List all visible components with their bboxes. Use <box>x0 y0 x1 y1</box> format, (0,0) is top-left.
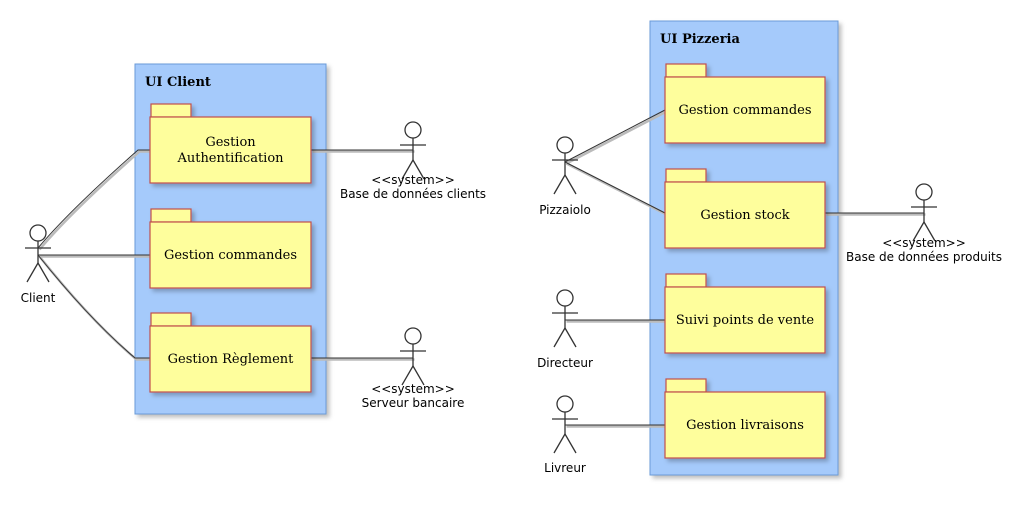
package-body <box>664 391 826 459</box>
package-tab <box>150 103 192 118</box>
actor-pizzaiolo[interactable]: Pizzaiolo <box>539 136 591 217</box>
link-line <box>564 161 666 214</box>
link-pizzaiolo-stock <box>564 161 668 216</box>
package-label: Gestion commandes <box>678 103 811 118</box>
actor-leg-left <box>26 262 39 283</box>
actor-head-icon <box>556 289 574 307</box>
package-tab <box>665 273 707 288</box>
package-label: Gestion commandes <box>164 248 297 263</box>
actor-head-icon <box>404 121 422 139</box>
actor-serveur-bancaire[interactable]: <<system>>Serveur bancaire <box>362 327 465 410</box>
actor-livreur[interactable]: Livreur <box>544 395 586 475</box>
package-label: Authentification <box>176 151 284 166</box>
package-body <box>664 181 826 249</box>
actor-leg-left <box>912 221 925 242</box>
link-client-commandes <box>38 254 152 258</box>
package-tab <box>150 312 192 327</box>
actor-bdd-clients[interactable]: <<system>>Base de données clients <box>340 121 486 201</box>
package-body <box>149 325 312 393</box>
package-label: Gestion Règlement <box>168 352 295 367</box>
actor-leg-right <box>923 221 936 242</box>
actor-head-icon <box>915 183 933 201</box>
actor-client[interactable]: Client <box>21 224 56 305</box>
package-tab <box>665 378 707 393</box>
package-label: Gestion stock <box>700 208 789 223</box>
link-pizzaiolo-commandes <box>564 109 668 165</box>
package-tab <box>665 63 707 78</box>
link-auth-bdd <box>311 149 415 153</box>
link-client-auth <box>37 149 152 251</box>
actor-leg-left <box>401 159 414 180</box>
actor-leg-right <box>564 433 577 454</box>
actor-leg-right <box>412 159 425 180</box>
actor-leg-left <box>553 433 566 454</box>
container-pizzeria-title: UI Pizzeria <box>660 32 740 47</box>
package-client-commandes[interactable]: Gestion commandes <box>149 208 312 289</box>
package-tab <box>150 208 192 223</box>
actor-leg-right <box>564 174 577 195</box>
actor-label: Directeur <box>537 356 593 370</box>
actor-label: Serveur bancaire <box>362 396 465 410</box>
package-label: Suivi points de vente <box>676 313 815 328</box>
link-client-reglement <box>37 254 152 361</box>
link-line <box>564 109 666 163</box>
link-line <box>37 149 150 249</box>
actor-label: <<system>> <box>371 382 455 396</box>
actor-label: <<system>> <box>882 236 966 250</box>
actor-label: Pizzaiolo <box>539 203 591 217</box>
actor-label: Client <box>21 291 56 305</box>
link-stock-bdd <box>825 212 926 216</box>
package-tab <box>665 168 707 183</box>
package-body <box>664 286 826 354</box>
actor-leg-right <box>412 365 425 386</box>
actor-label: <<system>> <box>371 173 455 187</box>
actor-head-icon <box>404 327 422 345</box>
link-shadow <box>38 150 152 251</box>
link-shadow <box>565 162 668 216</box>
actor-label: Base de données produits <box>846 250 1002 264</box>
package-client-reglement[interactable]: Gestion Règlement <box>149 312 312 393</box>
actor-head-icon <box>556 395 574 413</box>
link-livreur-livraisons <box>565 424 667 428</box>
actor-leg-left <box>553 327 566 348</box>
link-reglement-bancaire <box>311 357 415 361</box>
actor-leg-right <box>37 262 50 283</box>
actor-head-icon <box>29 224 47 242</box>
package-body <box>149 116 312 184</box>
actor-leg-left <box>553 174 566 195</box>
package-pizzeria-commandes[interactable]: Gestion commandes <box>664 63 826 144</box>
link-directeur-suivi <box>565 319 667 323</box>
link-shadow <box>565 110 668 165</box>
container-client-title: UI Client <box>145 75 211 90</box>
package-label: Gestion <box>205 135 256 150</box>
actor-leg-right <box>564 327 577 348</box>
package-label: Gestion livraisons <box>686 418 804 433</box>
actor-directeur[interactable]: Directeur <box>537 289 593 370</box>
package-pizzeria-livraisons[interactable]: Gestion livraisons <box>664 378 826 459</box>
actor-label: Base de données clients <box>340 187 486 201</box>
actor-leg-left <box>401 365 414 386</box>
package-body <box>664 76 826 144</box>
link-line <box>37 254 150 359</box>
actor-head-icon <box>556 136 574 154</box>
actor-label: Livreur <box>544 461 586 475</box>
package-pizzeria-suivi[interactable]: Suivi points de vente <box>664 273 826 354</box>
package-pizzeria-stock[interactable]: Gestion stock <box>664 168 826 249</box>
actor-bdd-produits[interactable]: <<system>>Base de données produits <box>846 183 1002 264</box>
package-body <box>149 221 312 289</box>
